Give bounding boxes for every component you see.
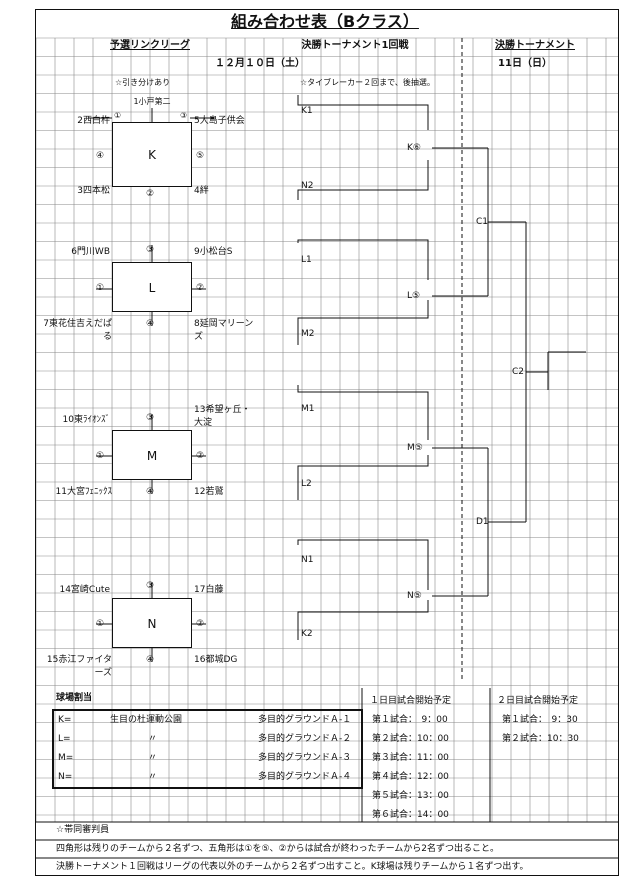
bracket-sf-c1: C1 [476, 217, 489, 227]
league-k-circle-left: ④ [96, 151, 105, 161]
bracket-qf-n: N⑤ [407, 591, 422, 601]
referee-note-1: 四角形は残りのチームから２名ずつ、五角形は①を⑤、②からは試合が終わったチームか… [56, 844, 500, 854]
league-k-circle-bottom: ② [146, 189, 155, 199]
schedule-day2-row: 第１試合： 9：30 [502, 715, 578, 725]
venue-ground-m: 多目的グラウンドＡ-３ [258, 753, 352, 763]
league-n-circle-left: ① [96, 619, 105, 629]
league-n-team-tl: 14宮崎Cute [59, 585, 110, 595]
venue-key-m: M= [58, 753, 74, 763]
league-k-team-br: 4絆 [194, 186, 209, 196]
venue-ground-k: 多目的グラウンドＡ-１ [258, 715, 352, 725]
venue-ground-n: 多目的グラウンドＡ-４ [258, 772, 352, 782]
venue-park-m: 〃 [148, 753, 158, 763]
schedule-day1-heading: １日目試合開始予定 [370, 696, 452, 706]
league-n-team-tr: 17白藤 [194, 585, 224, 595]
date-day1: １２月１０日（土） [215, 58, 305, 69]
venue-table [52, 709, 363, 789]
bracket-qf-k: K⑥ [407, 143, 421, 153]
league-l-circle-top: ③ [146, 245, 155, 255]
league-l-circle-bottom: ④ [146, 319, 155, 329]
bracket-entry-k2: K2 [301, 629, 313, 639]
league-m-circle-right: ② [196, 451, 205, 461]
league-n-circle-right: ② [196, 619, 205, 629]
schedule-day1-row: 第５試合：13：00 [372, 791, 449, 801]
league-n-circle-bottom: ④ [146, 655, 155, 665]
tiebreak-note: ☆タイブレーカー２回まで、後抽選。 [300, 78, 435, 87]
venue-park-n: 〃 [148, 772, 158, 782]
venue-park-k: 生目の杜運動公園 [110, 715, 183, 725]
bracket-entry-n2: N2 [301, 181, 314, 191]
league-l-team-tl: 6門川WB [71, 247, 110, 257]
league-m-team-br: 12若鷲 [194, 487, 224, 497]
bracket-entry-l2: L2 [301, 479, 312, 489]
league-k-team-tr: 5大島子供会 [194, 116, 245, 126]
venue-ground-l: 多目的グラウンドＡ-２ [258, 734, 352, 744]
venue-heading: 球場割当 [56, 693, 93, 703]
league-l-circle-right: ② [196, 283, 205, 293]
schedule-day2-heading: ２日目試合開始予定 [497, 696, 579, 706]
bracket-qf-m: M⑤ [407, 443, 423, 453]
league-m-team-tr: 13希望ヶ丘・大淀 [194, 405, 251, 428]
league-k-circle-tr: ③ [180, 111, 188, 120]
league-l-circle-left: ① [96, 283, 105, 293]
bracket-entry-n1: N1 [301, 555, 314, 565]
round1-header: 決勝トーナメント1回戦 [301, 40, 409, 51]
league-k-circle-right: ⑤ [196, 151, 205, 161]
league-n-team-br: 16都城DG [194, 655, 238, 665]
league-k-letter: K [148, 148, 156, 162]
league-n-box: N [112, 598, 192, 648]
league-m-circle-left: ① [96, 451, 105, 461]
league-l-box: L [112, 262, 192, 312]
schedule-day1-row: 第６試合：14：00 [372, 810, 449, 820]
league-m-team-bl: 11大宮ﾌｪﾆｯｸｽ [55, 487, 112, 497]
league-k-team-bl: 3四本松 [77, 186, 110, 196]
bracket-final-c2: C2 [512, 367, 525, 377]
league-n-circle-top: ③ [146, 581, 155, 591]
schedule-day1-row: 第３試合：11：00 [372, 753, 449, 763]
league-n-letter: N [147, 617, 157, 631]
league-m-box: M [112, 430, 192, 480]
schedule-day1-row: 第２試合：10：00 [372, 734, 449, 744]
bracket-qf-l: L⑤ [407, 291, 421, 301]
league-k-circle-tl: ① [114, 111, 122, 120]
league-m-letter: M [146, 449, 158, 463]
league-k-box: K [112, 122, 192, 187]
league-k-team-tl: 2西白杵 [77, 116, 110, 126]
date-day2: 11日（日） [498, 58, 552, 69]
league-l-team-tr: 9小松台S [194, 247, 233, 257]
bracket-entry-m1: M1 [301, 404, 315, 414]
schedule-day2-row: 第２試合：10：30 [502, 734, 579, 744]
league-m-circle-bottom: ④ [146, 487, 155, 497]
league-n-team-bl: 15赤江ファイターズ [46, 655, 112, 678]
league-m-circle-top: ③ [146, 413, 155, 423]
venue-key-n: N= [58, 772, 73, 782]
league-header: 予選リンクリーグ [110, 40, 190, 51]
draw-note: ☆引き分けあり [115, 78, 171, 87]
venue-park-l: 〃 [148, 734, 158, 744]
bracket-entry-k1: K1 [301, 106, 313, 116]
referee-note-heading: ☆帯同審判員 [56, 825, 110, 835]
league-l-team-bl: 7東花住吉えだぱる [43, 319, 112, 342]
league-l-letter: L [148, 281, 156, 295]
page-title: 組み合わせ表（Bクラス） [231, 12, 419, 31]
league-m-team-tl: 10東ﾗｲｵﾝｽﾞ [62, 415, 110, 425]
bracket-entry-m2: M2 [301, 329, 315, 339]
league-l-team-br: 8延岡マリーンズ [194, 319, 254, 342]
league-k-host: 1小戸第二 [133, 97, 171, 106]
venue-key-l: L= [58, 734, 71, 744]
schedule-day1-row: 第４試合：12：00 [372, 772, 449, 782]
schedule-day1-row: 第１試合： 9：00 [372, 715, 448, 725]
final-header: 決勝トーナメント [495, 40, 575, 51]
bracket-sf-d1: D1 [476, 517, 489, 527]
bracket-entry-l1: L1 [301, 255, 312, 265]
referee-note-2: 決勝トーナメント１回戦はリーグの代表以外のチームから２名ずつ出すこと。K球場は残… [56, 862, 529, 872]
venue-key-k: K= [58, 715, 72, 725]
